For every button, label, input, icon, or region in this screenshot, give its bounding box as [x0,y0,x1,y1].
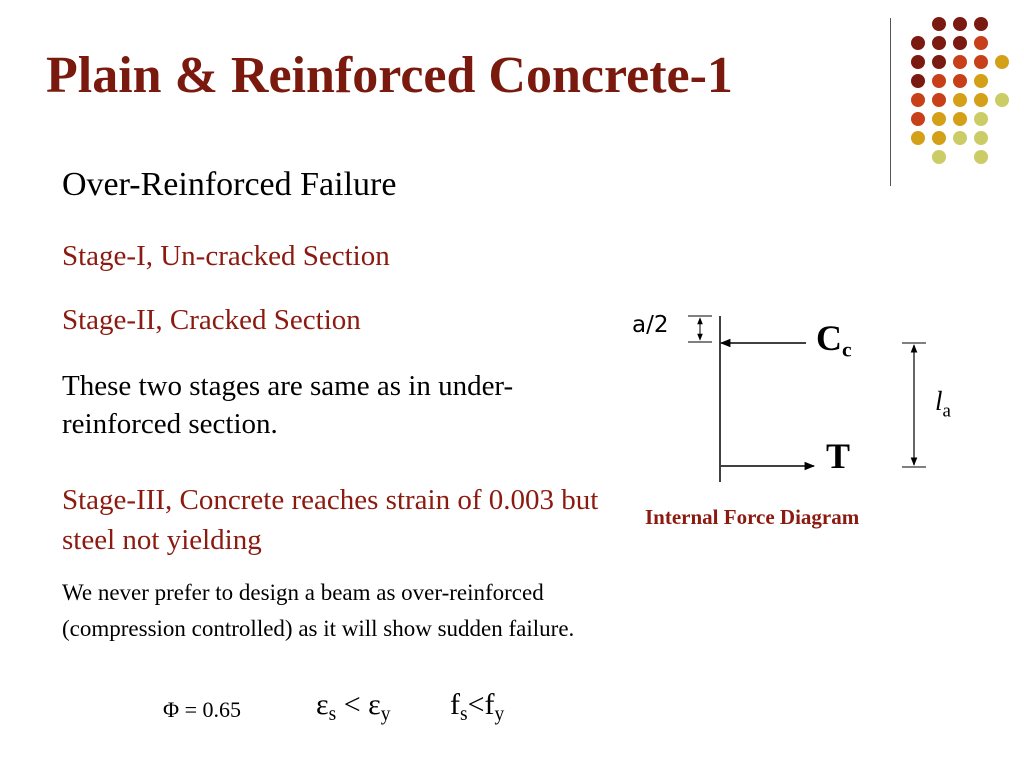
eq1-a-sub: s [328,703,337,725]
decorative-dot [953,36,967,50]
decorative-dot [911,93,925,107]
decorative-dot [974,55,988,69]
decorative-dot [911,112,925,126]
cc-letter: C [816,318,842,358]
stage-1-text: Stage-I, Un-cracked Section [62,240,390,272]
decorative-dot [995,93,1009,107]
stage-3-text: Stage-III, Concrete reaches strain of 0.… [62,484,599,556]
eq1-a: ε [316,688,329,721]
stress-inequality: fs<fy [450,688,504,726]
lever-arm-label: la [935,386,951,423]
eq1-op: < [336,688,369,721]
decorative-dot [911,36,925,50]
eq2-a-sub: s [460,703,468,725]
slide-title: Plain & Reinforced Concrete-1 [46,47,733,104]
strain-inequality: εs < εy [316,688,390,726]
la-subscript: a [942,400,951,422]
decorative-dot [911,74,925,88]
la-letter: l [935,386,943,416]
decorative-dot [932,36,946,50]
diagram-caption: Internal Force Diagram [645,505,860,529]
a-half-label: a/2 [632,312,669,338]
decorative-dot [953,93,967,107]
decorative-dot [932,112,946,126]
eq2-b: f [484,688,495,721]
decorative-dot [974,93,988,107]
decorative-dot [953,112,967,126]
design-note: We never prefer to design a beam as over… [62,580,575,641]
phi-value: Φ = 0.65 [163,697,241,722]
decorative-dot [932,131,946,145]
decorative-dot [953,55,967,69]
decorative-dot [974,150,988,164]
eq2-b-sub: y [494,703,505,725]
decorative-dot [974,17,988,31]
eq2-op: < [467,688,485,721]
decorative-dot [953,74,967,88]
same-stages-text: These two stages are same as in under-re… [62,370,514,440]
decorative-dot [911,55,925,69]
eq1-b: ε [368,688,381,721]
decorative-dot [974,36,988,50]
compression-force-label: Cc [816,317,852,362]
decorative-dot [974,131,988,145]
decorative-dot [932,17,946,31]
decorative-dot [911,131,925,145]
cc-subscript: c [842,337,852,362]
decorative-vertical-line [890,18,891,186]
tension-force-label: T [826,436,851,476]
decorative-dot [995,55,1009,69]
eq1-b-sub: y [380,703,391,725]
eq2-a: f [450,688,460,721]
decorative-dot [932,74,946,88]
section-heading: Over-Reinforced Failure [62,166,397,203]
decorative-dot [932,93,946,107]
decorative-dot [974,74,988,88]
decorative-dot [953,131,967,145]
decorative-dot [932,55,946,69]
decorative-dot [974,112,988,126]
decorative-dot [953,17,967,31]
stage-2-text: Stage-II, Cracked Section [62,304,361,336]
decorative-dot [932,150,946,164]
